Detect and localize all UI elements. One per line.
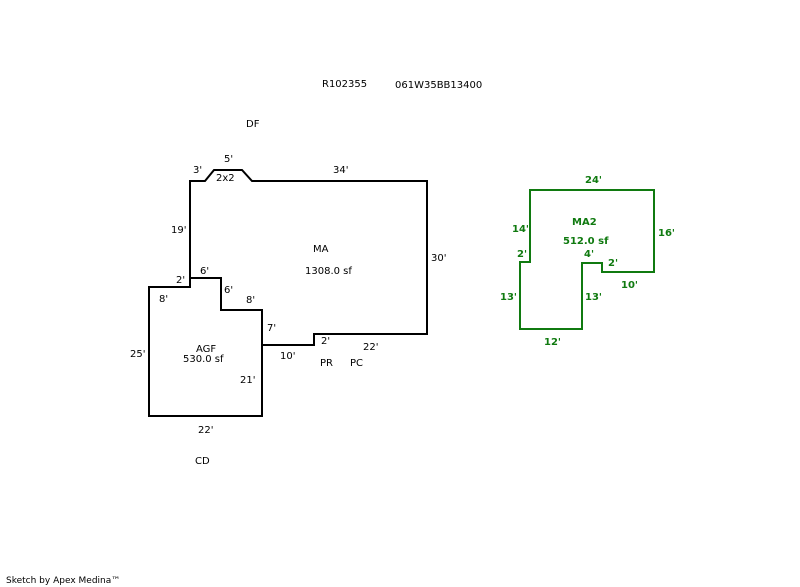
ma-dim-top-left: 3': [193, 165, 202, 176]
agf-dim-left: 25': [130, 349, 145, 360]
agf-name: AGF: [196, 344, 216, 355]
ma-area: 1308.0 sf: [305, 266, 352, 277]
footer-credit: Sketch by Apex Medina™: [6, 576, 120, 586]
ma2-dim-inner-vertical: 13': [585, 292, 602, 303]
ma-dim-bottom-step: 2': [321, 336, 330, 347]
ma-dim-top-notch: 5': [224, 154, 233, 165]
ma-dim-inner-down: 7': [267, 323, 276, 334]
df-label: DF: [246, 119, 260, 130]
ma2-dim-inner-top: 4': [584, 249, 594, 260]
ma-name: MA: [313, 244, 329, 255]
ma2-dim-top: 24': [585, 175, 602, 186]
ma2-dim-left-upper: 14': [512, 224, 529, 235]
ma2-outline: [519, 189, 655, 330]
ma2-name: MA2: [572, 217, 597, 228]
ma2-dim-bottom: 12': [544, 337, 561, 348]
ma-notch-code: 2x2: [216, 173, 235, 184]
ma-dim-step-top: 6': [200, 266, 209, 277]
agf-dim-top: 8': [159, 294, 168, 305]
ma-dim-right: 30': [431, 253, 446, 264]
ma2-dim-left-step: 2': [517, 249, 527, 260]
ma2-dim-right: 16': [658, 228, 675, 239]
agf-dim-right: 21': [240, 375, 255, 386]
agf-area: 530.0 sf: [183, 354, 224, 365]
ma2-dim-left-lower: 13': [500, 292, 517, 303]
cd-label: CD: [195, 456, 210, 467]
ma2-area: 512.0 sf: [563, 236, 609, 247]
ma-dim-bottom-right: 22': [363, 342, 378, 353]
ma-dim-left: 19': [171, 225, 186, 236]
ma-dim-inner-bottom: 10': [280, 351, 295, 362]
map-tax-lot: 061W35BB13400: [395, 80, 482, 91]
agf-dim-bottom: 22': [198, 425, 213, 436]
ma-dim-step-down: 6': [224, 285, 233, 296]
ma-dim-step-right: 8': [246, 295, 255, 306]
ma2-dim-inner-bottom: 10': [621, 280, 638, 291]
agf-outline: [148, 277, 263, 417]
ma-outline: [189, 169, 428, 346]
ma2-dim-inner-step: 2': [608, 258, 618, 269]
account-number: R102355: [322, 79, 367, 90]
pc-label: PC: [350, 358, 363, 369]
ma-dim-top-right: 34': [333, 165, 348, 176]
ma-dim-step-left: 2': [176, 275, 185, 286]
pr-label: PR: [320, 358, 333, 369]
